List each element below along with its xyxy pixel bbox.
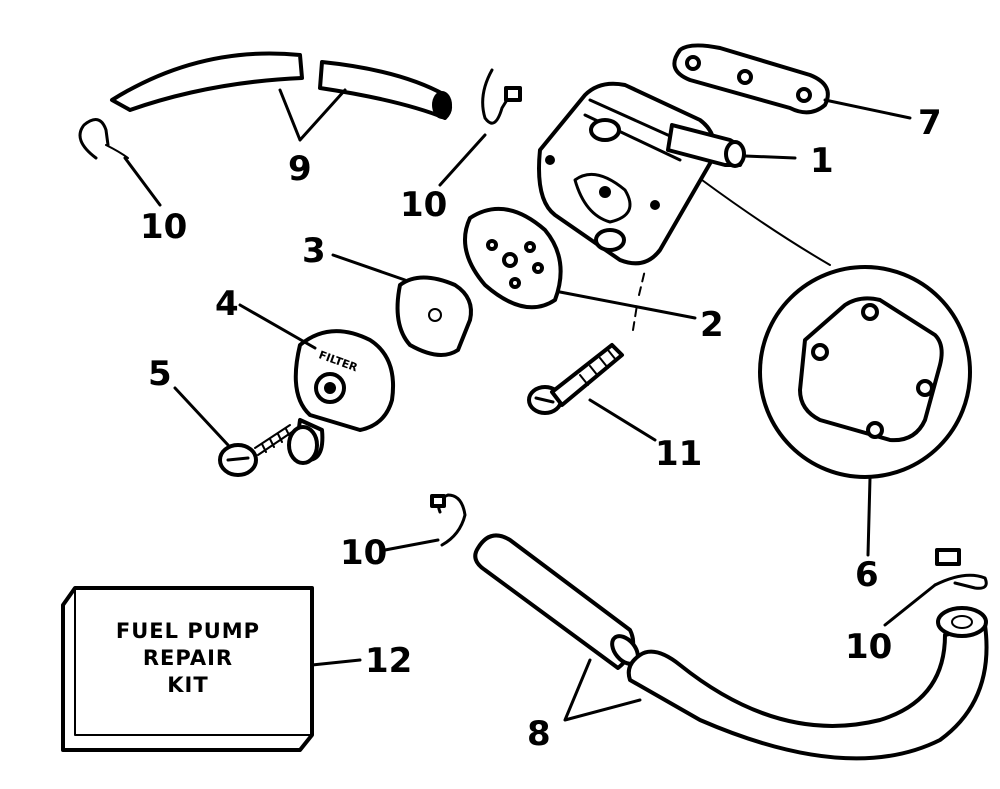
callout-8: 8: [527, 714, 551, 754]
leader-10b: [438, 133, 487, 187]
repair-kit-line-2: REPAIR: [143, 646, 233, 670]
leader-4: [238, 303, 317, 350]
part-8-fuel-hose: [473, 533, 989, 761]
callout-10-lower: 10: [340, 533, 387, 573]
leader-9: [278, 88, 347, 142]
callout-5: 5: [148, 354, 172, 394]
part-9-fuel-hose: [110, 51, 452, 120]
part-11-long-screw: [527, 269, 646, 415]
part-10-hose-clamp-upper: [481, 68, 522, 125]
callout-1: 1: [810, 141, 834, 181]
callout-12: 12: [365, 641, 412, 681]
leader-10a: [123, 156, 162, 207]
leader-7: [823, 98, 912, 120]
part-10-hose-clamp-left: [78, 118, 129, 160]
repair-kit-line-3: KIT: [167, 673, 208, 697]
callout-7: 7: [918, 103, 942, 143]
leader-10c: [383, 538, 440, 552]
leader-2: [558, 290, 697, 320]
repair-kit-line-1: FUEL PUMP: [116, 619, 260, 643]
callout-9: 9: [288, 149, 312, 189]
leader-lines: [123, 88, 937, 722]
callout-10-right: 10: [845, 627, 892, 667]
leader-11: [588, 398, 657, 442]
leader-1: [743, 154, 797, 160]
leader-12: [310, 658, 362, 667]
part-12-repair-kit-box: FUEL PUMP REPAIR KIT: [61, 586, 314, 752]
leader-5: [173, 386, 230, 447]
callout-labels: 1 2 3 4 5 6 7 8 9 10 10 10 10 11 12: [140, 103, 942, 754]
leader-8: [563, 658, 642, 722]
part-10-hose-clamp-lower: [430, 493, 467, 547]
callout-10-left: 10: [140, 207, 187, 247]
leader-3: [331, 253, 407, 282]
leader-10d: [883, 583, 937, 627]
callout-6: 6: [855, 555, 879, 595]
part-2-diaphragm-plate: [463, 206, 563, 310]
callout-4: 4: [215, 284, 239, 324]
callout-11: 11: [655, 434, 702, 474]
part-7-gasket: [672, 43, 830, 115]
part-4-filter-cover: FILTER: [287, 329, 395, 465]
callout-2: 2: [700, 305, 724, 345]
leader-6: [866, 476, 872, 557]
callout-3: 3: [302, 231, 326, 271]
part-6-gasket-detail: [758, 265, 972, 479]
part-1-fuel-pump-body: [537, 81, 831, 266]
callout-10-upper: 10: [400, 185, 447, 225]
part-10-hose-clamp-right: [933, 548, 988, 590]
part-5-screw: [218, 424, 293, 477]
part-3-filter-screen: [395, 275, 473, 357]
